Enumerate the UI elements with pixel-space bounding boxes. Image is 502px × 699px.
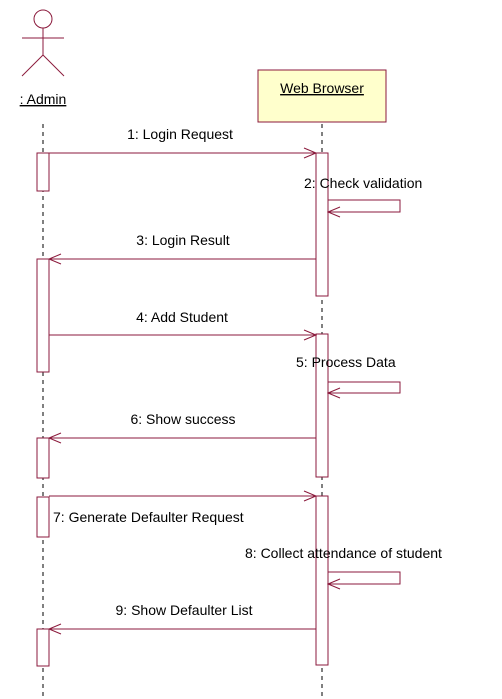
admin-activation-bar: [36, 496, 50, 538]
participant-web-browser: Web Browser: [257, 69, 387, 123]
message-label: 8: Collect attendance of student: [245, 545, 442, 561]
admin-activation-bar: [36, 152, 50, 192]
message-label: 4: Add Student: [136, 309, 228, 325]
web-browser-activation-bar: [315, 333, 329, 478]
self-message-arrow: [328, 571, 401, 584]
message-label: 7: Generate Defaulter Request: [53, 509, 244, 525]
stick-figure-actor-icon: [21, 9, 65, 77]
message-label: 9: Show Defaulter List: [116, 602, 253, 618]
self-message-arrow: [328, 199, 401, 212]
web-browser-activation-bar: [315, 495, 329, 666]
self-message-arrow: [328, 381, 401, 393]
message-label: 5: Process Data: [296, 354, 396, 370]
actor-admin-label: : Admin: [20, 91, 67, 107]
admin-activation-bar: [36, 437, 50, 479]
message-label: 2: Check validation: [304, 175, 422, 191]
participant-web-browser-label: Web Browser: [280, 80, 364, 96]
admin-activation-bar: [36, 628, 50, 667]
message-label: 1: Login Request: [127, 126, 233, 142]
admin-activation-bar: [36, 258, 50, 373]
web-browser-activation-bar: [315, 152, 329, 297]
actor-admin: : Admin: [20, 9, 67, 107]
message-label: 3: Login Result: [136, 232, 230, 248]
participant-box: [257, 69, 387, 123]
message-label: 6: Show success: [130, 411, 235, 427]
